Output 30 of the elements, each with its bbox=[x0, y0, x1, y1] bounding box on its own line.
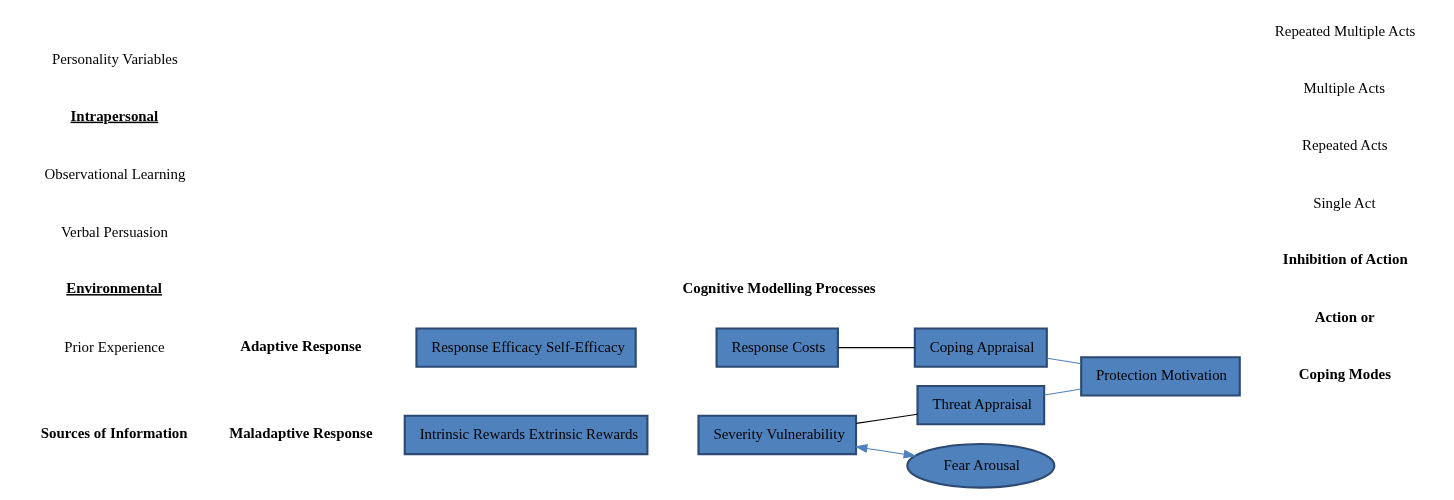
node-box: Severity Vulnerability bbox=[697, 414, 858, 456]
label: Action or bbox=[1314, 308, 1375, 325]
connector bbox=[1043, 388, 1082, 396]
label: Prior Experience bbox=[64, 338, 165, 355]
connector bbox=[855, 413, 918, 424]
node-box: Threat Appraisal bbox=[916, 384, 1046, 426]
label: Cognitive Modelling Processes bbox=[682, 280, 876, 297]
label: Verbal Persuasion bbox=[60, 223, 168, 240]
label: Intrapersonal bbox=[70, 107, 159, 124]
label: Sources of Information bbox=[40, 424, 188, 441]
node-box: Response Efficacy Self-Efficacy bbox=[415, 327, 637, 368]
arrow bbox=[854, 444, 917, 459]
label: Observational Learning bbox=[44, 166, 186, 183]
label: Repeated Multiple Acts bbox=[1274, 22, 1416, 39]
label: Single Act bbox=[1313, 194, 1376, 211]
label: Inhibition of Action bbox=[1282, 251, 1408, 268]
node-box: Coping Appraisal bbox=[913, 327, 1048, 368]
node-ellipse: Fear Arousal bbox=[906, 442, 1056, 489]
label: Coping Modes bbox=[1298, 366, 1391, 383]
node-box: Intrinsic Rewards Extrinsic Rewards bbox=[403, 414, 649, 456]
label: Multiple Acts bbox=[1303, 79, 1386, 96]
label: Repeated Acts bbox=[1302, 137, 1388, 154]
node-box: Protection Motivation bbox=[1080, 356, 1241, 397]
label: Environmental bbox=[66, 280, 162, 297]
label: Maladaptive Response bbox=[229, 424, 373, 441]
label: Adaptive Response bbox=[240, 337, 362, 354]
label: Personality Variables bbox=[51, 51, 178, 68]
node-box: Response Costs bbox=[715, 327, 839, 368]
connector bbox=[1046, 357, 1082, 365]
connector bbox=[837, 347, 916, 349]
